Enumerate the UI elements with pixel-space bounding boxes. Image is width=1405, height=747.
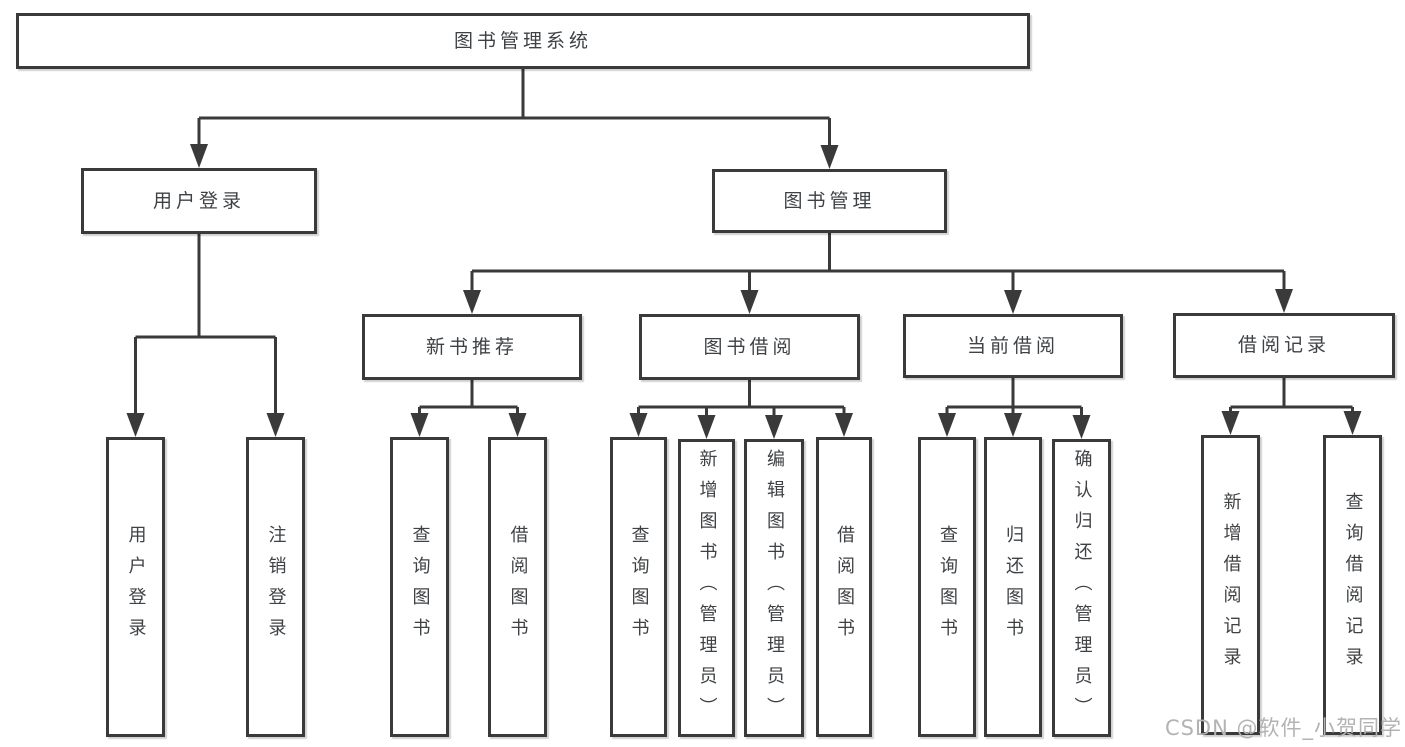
diagram-node-root: 图书管理系统 (16, 13, 1030, 69)
node-label: 图书管理 (783, 189, 876, 212)
node-label: 当前借阅 (966, 334, 1059, 357)
node-label: 借阅图书 (507, 525, 529, 649)
diagram-node-book-mgmt: 图书管理 (712, 169, 947, 233)
diagram-node-v-query-book-3: 查询图书 (918, 437, 976, 737)
node-label: 图书借阅 (703, 335, 796, 358)
diagram-node-current-borrow: 当前借阅 (903, 314, 1123, 378)
node-label: 图书管理系统 (453, 29, 592, 52)
node-label: 借阅记录 (1237, 334, 1330, 357)
watermark-text: CSDN @软件_小贺同学 (1164, 716, 1402, 740)
edge-connectors (134, 69, 1354, 419)
diagram-node-v-confirm-return: 确认归还（管理员） (1052, 439, 1111, 737)
edge-arrowheads (126, 144, 1362, 439)
node-label: 用户登录 (152, 189, 245, 212)
diagram-node-v-query-book-2: 查询图书 (610, 437, 667, 737)
diagram-node-new-book: 新书推荐 (362, 314, 582, 380)
node-label: 新书推荐 (425, 335, 518, 358)
diagram-node-v-edit-book: 编辑图书（管理员） (744, 439, 804, 737)
diagram-node-book-borrow: 图书借阅 (639, 314, 860, 380)
diagram-node-v-borrow-book-1: 借阅图书 (488, 437, 547, 737)
diagram-node-v-logout: 注销登录 (246, 437, 305, 737)
node-label: 归还图书 (1003, 525, 1024, 649)
node-label: 确认归还（管理员） (1071, 448, 1093, 728)
diagram-node-v-query-book-1: 查询图书 (390, 437, 449, 737)
node-label: 查询借阅记录 (1342, 492, 1364, 678)
node-label: 用户登录 (125, 525, 147, 649)
diagram-node-v-return-book: 归还图书 (984, 437, 1042, 737)
node-label: 编辑图书（管理员） (764, 448, 785, 728)
diagram-node-v-add-record: 新增借阅记录 (1201, 435, 1260, 735)
diagram-node-user-login: 用户登录 (81, 168, 317, 234)
node-label: 查询图书 (628, 525, 650, 649)
node-label: 注销登录 (265, 525, 287, 649)
node-label: 借阅图书 (834, 525, 855, 649)
node-label: 查询图书 (409, 525, 431, 649)
diagram-node-v-borrow-book-2: 借阅图书 (816, 437, 872, 737)
node-label: 新增借阅记录 (1220, 492, 1242, 678)
diagram-node-v-add-book: 新增图书（管理员） (678, 439, 735, 737)
node-label: 查询图书 (937, 525, 958, 649)
diagram-node-borrow-records: 借阅记录 (1173, 313, 1395, 378)
node-label: 新增图书（管理员） (696, 448, 718, 728)
diagram-node-v-query-record: 查询借阅记录 (1323, 435, 1382, 735)
diagram-node-v-user-login: 用户登录 (106, 437, 165, 737)
